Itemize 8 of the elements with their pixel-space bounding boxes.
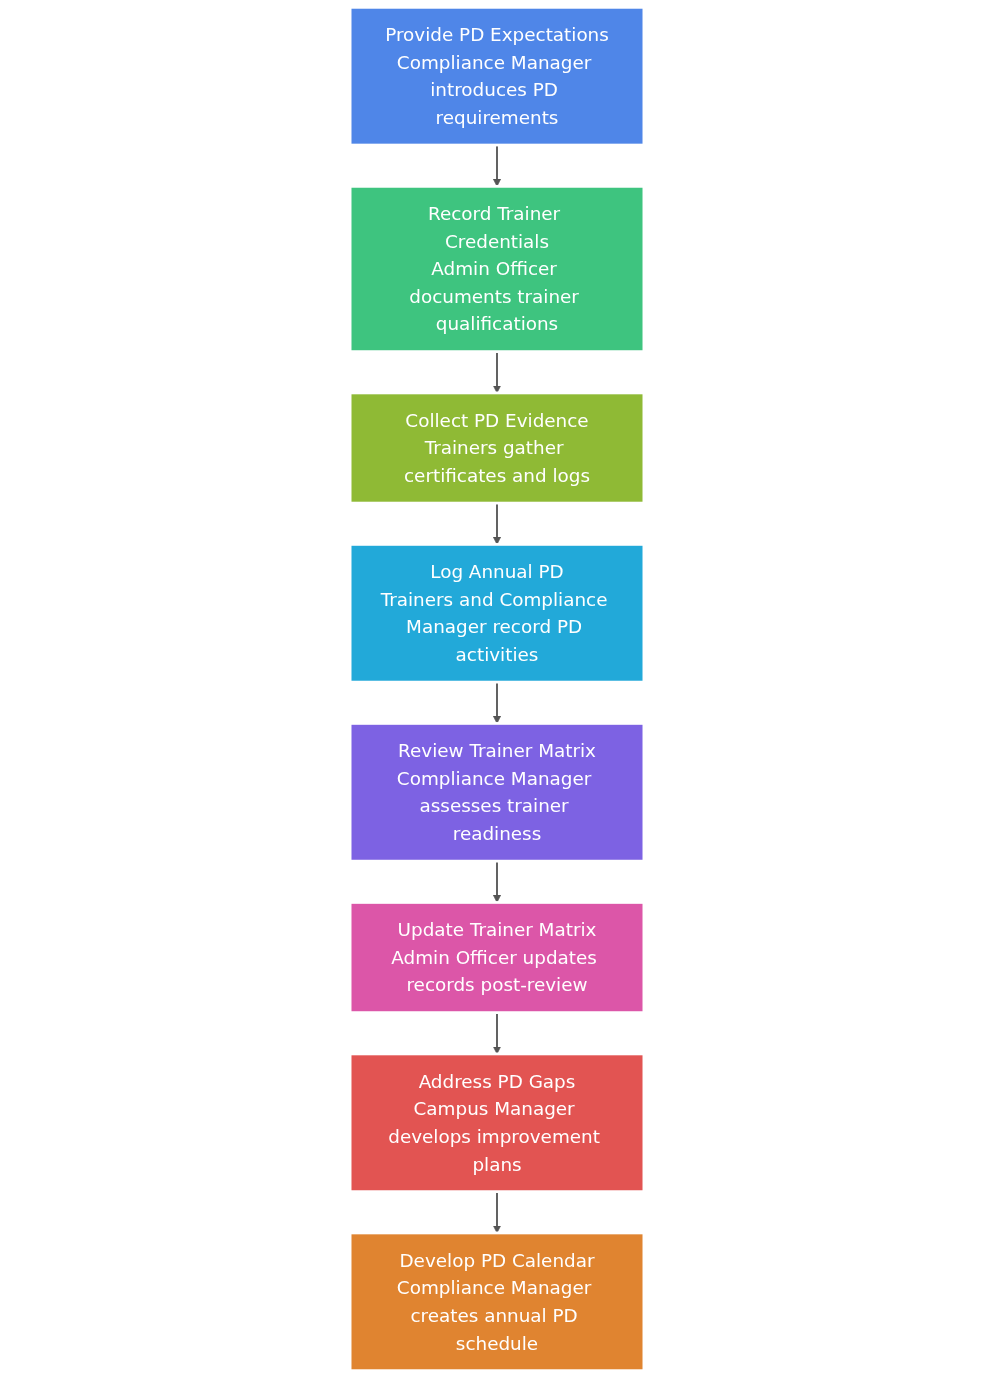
node-box: Collect PD Evidence Trainers gather certificates and logs	[348, 391, 645, 505]
node-box: Develop PD Calendar Compliance Manager creates annual PD schedule	[348, 1231, 645, 1373]
node-box: Update Trainer Matrix Admin Officer updates records post-review	[348, 901, 645, 1014]
node-box: Record Trainer Credentials Admin Officer documents trainer qualifications	[348, 185, 645, 353]
node-box: Log Annual PD Trainers and Compliance Manager record PD activities	[348, 543, 645, 684]
node-box: Provide PD Expectations Compliance Manager introduces PD requirements	[348, 5, 645, 147]
node-box: Review Trainer Matrix Compliance Manager assesses trainer readiness	[348, 722, 645, 863]
node-box: Address PD Gaps Campus Manager develops improvement plans	[348, 1052, 645, 1193]
